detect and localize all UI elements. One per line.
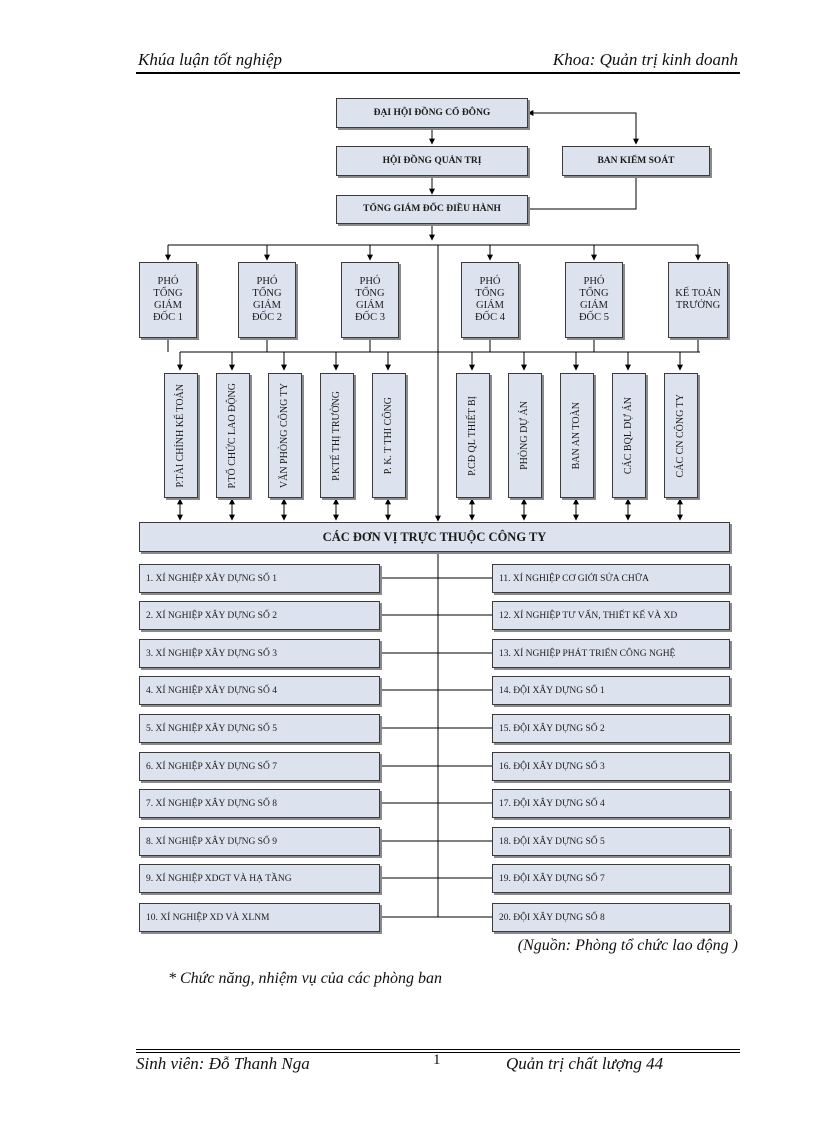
department-label: CÁC BQL DỰ ÁN bbox=[623, 396, 635, 475]
department-label: P.CĐ QL THIẾT BỊ bbox=[467, 395, 479, 476]
header-left: Khúa luận tốt nghiệp bbox=[138, 50, 283, 69]
unit-left-3: 3. XÍ NGHIỆP XÂY DỰNG SỐ 3 bbox=[139, 639, 380, 668]
unit-right-18: 18. ĐỘI XÂY DỰNG SỐ 5 bbox=[492, 827, 730, 856]
footer-rule-bottom bbox=[136, 1052, 740, 1053]
unit-left-5: 5. XÍ NGHIỆP XÂY DỰNG SỐ 5 bbox=[139, 714, 380, 743]
header-rule bbox=[136, 72, 740, 74]
department-label: VĂN PHÒNG CÔNG TY bbox=[279, 382, 291, 489]
footer-student: Sinh viên: Đỗ Thanh Nga bbox=[136, 1054, 310, 1073]
page-number: 1 bbox=[433, 1052, 441, 1068]
department-label: PHÒNG DỰ ÁN bbox=[519, 401, 531, 470]
department-label: P.TỔ CHỨC LAO ĐỘNG bbox=[227, 382, 239, 489]
department-safety: BAN AN TOÀN bbox=[560, 373, 594, 498]
department-project-boards: CÁC BQL DỰ ÁN bbox=[612, 373, 646, 498]
source-note: (Nguồn: Phòng tổ chức lao động ) bbox=[517, 937, 738, 954]
department-label: P. K. T THI CÔNG bbox=[383, 396, 395, 475]
department-hr: P.TỔ CHỨC LAO ĐỘNG bbox=[216, 373, 250, 498]
deputy-1-box: PHÓ TỔNG GIÁM ĐỐC 1 bbox=[139, 262, 197, 338]
unit-right-14: 14. ĐỘI XÂY DỰNG SỐ 1 bbox=[492, 676, 730, 705]
section-bullet: * Chức năng, nhiệm vụ của các phòng ban bbox=[168, 970, 443, 987]
footer-rule-top bbox=[136, 1049, 740, 1050]
unit-left-8: 8. XÍ NGHIỆP XÂY DỰNG SỐ 9 bbox=[139, 827, 380, 856]
deputy-3-box: PHÓ TỔNG GIÁM ĐỐC 3 bbox=[341, 262, 399, 338]
units-header-box: CÁC ĐƠN VỊ TRỰC THUỘC CÔNG TY bbox=[139, 522, 730, 552]
deputy-5-box: PHÓ TỔNG GIÁM ĐỐC 5 bbox=[565, 262, 623, 338]
unit-left-10: 10. XÍ NGHIỆP XD VÀ XLNM bbox=[139, 903, 380, 932]
chief-accountant-box: KẾ TOÁN TRƯỞNG bbox=[668, 262, 728, 338]
department-office: VĂN PHÒNG CÔNG TY bbox=[268, 373, 302, 498]
deputy-4-box: PHÓ TỔNG GIÁM ĐỐC 4 bbox=[461, 262, 519, 338]
ceo-box: TỔNG GIÁM ĐỐC ĐIỀU HÀNH bbox=[336, 195, 528, 224]
unit-right-12: 12. XÍ NGHIỆP TƯ VẤN, THIẾT KẾ VÀ XD bbox=[492, 601, 730, 630]
unit-left-1: 1. XÍ NGHIỆP XÂY DỰNG SỐ 1 bbox=[139, 564, 380, 593]
department-market: P.KTẾ THỊ TRƯỜNG bbox=[320, 373, 354, 498]
department-equipment: P.CĐ QL THIẾT BỊ bbox=[456, 373, 490, 498]
department-label: P.KTẾ THỊ TRƯỜNG bbox=[331, 390, 343, 481]
department-branches: CÁC CN CÔNG TY bbox=[664, 373, 698, 498]
department-label: BAN AN TOÀN bbox=[571, 401, 583, 470]
header-right: Khoa: Quản trị kinh doanh bbox=[552, 50, 738, 69]
board-box: HỘI ĐỒNG QUẢN TRỊ bbox=[336, 146, 528, 176]
unit-right-15: 15. ĐỘI XÂY DỰNG SỐ 2 bbox=[492, 714, 730, 743]
unit-right-13: 13. XÍ NGHIỆP PHÁT TRIỂN CÔNG NGHỆ bbox=[492, 639, 730, 668]
unit-right-19: 19. ĐỘI XÂY DỰNG SỐ 7 bbox=[492, 864, 730, 893]
unit-left-4: 4. XÍ NGHIỆP XÂY DỰNG SỐ 4 bbox=[139, 676, 380, 705]
unit-left-6: 6. XÍ NGHIỆP XÂY DỰNG SỐ 7 bbox=[139, 752, 380, 781]
unit-right-16: 16. ĐỘI XÂY DỰNG SỐ 3 bbox=[492, 752, 730, 781]
unit-right-20: 20. ĐỘI XÂY DỰNG SỐ 8 bbox=[492, 903, 730, 932]
unit-left-2: 2. XÍ NGHIỆP XÂY DỰNG SỐ 2 bbox=[139, 601, 380, 630]
deputy-2-box: PHÓ TỔNG GIÁM ĐỐC 2 bbox=[238, 262, 296, 338]
unit-right-17: 17. ĐỘI XÂY DỰNG SỐ 4 bbox=[492, 789, 730, 818]
department-label: P.TÀI CHÍNH KẾ TOÁN bbox=[175, 383, 187, 488]
shareholders-box: ĐẠI HỘI ĐỒNG CỔ ĐÔNG bbox=[336, 98, 528, 128]
department-finance: P.TÀI CHÍNH KẾ TOÁN bbox=[164, 373, 198, 498]
department-projects: PHÒNG DỰ ÁN bbox=[508, 373, 542, 498]
department-label: CÁC CN CÔNG TY bbox=[675, 393, 687, 478]
footer-class: Quản trị chất lượng 44 bbox=[506, 1054, 664, 1073]
unit-left-9: 9. XÍ NGHIỆP XDGT VÀ HẠ TẦNG bbox=[139, 864, 380, 893]
unit-left-7: 7. XÍ NGHIỆP XÂY DỰNG SỐ 8 bbox=[139, 789, 380, 818]
supervisory-box: BAN KIỂM SOÁT bbox=[562, 146, 710, 176]
department-construction: P. K. T THI CÔNG bbox=[372, 373, 406, 498]
unit-right-11: 11. XÍ NGHIỆP CƠ GIỚI SỬA CHỮA bbox=[492, 564, 730, 593]
